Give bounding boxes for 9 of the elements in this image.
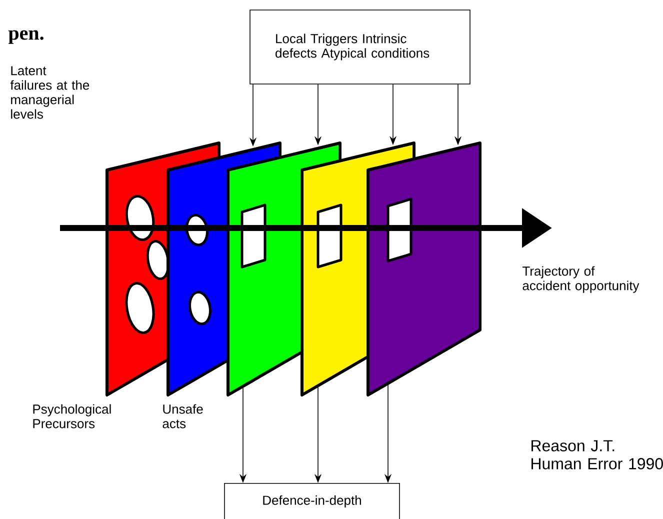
slice-label: Psychological Precursors [33, 404, 111, 428]
citation-label: Reason J.T. Human Error 1990 [532, 440, 663, 470]
slice-label: Unsafe acts [162, 404, 203, 428]
slice-drawing [366, 142, 482, 396]
side-label: Trajectory of accident opportunity [522, 266, 640, 293]
trigger-box: Local Triggers Intrinsic defects Atypical conditions [250, 10, 470, 84]
heading-fragment: pen. [8, 30, 44, 44]
side-label: Latent failures at the managerial levels [10, 66, 90, 119]
defence-box: Defence-in-depth [224, 483, 400, 519]
